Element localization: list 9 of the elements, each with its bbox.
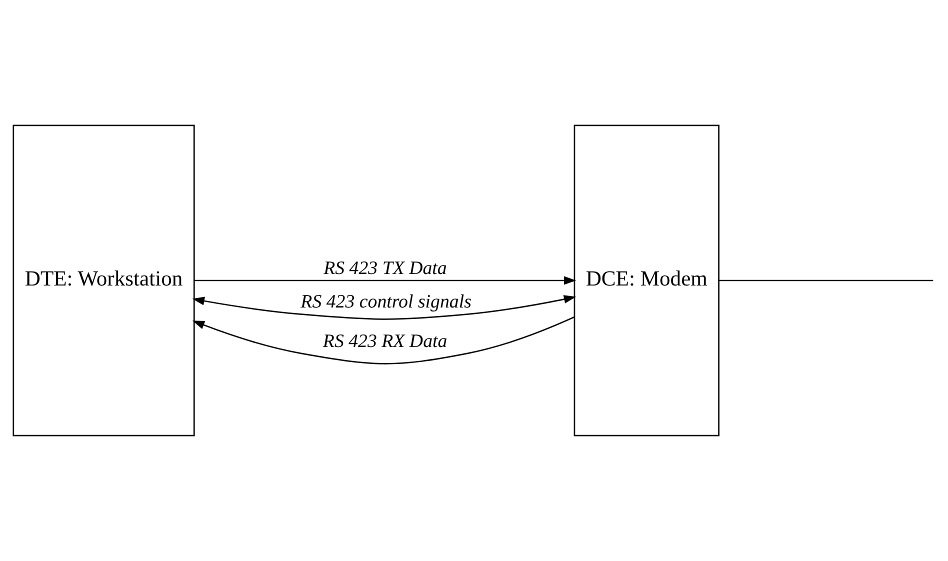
arrow: [194, 276, 576, 285]
node-box: DTE: Workstation: [12, 124, 195, 436]
node-box: DCE: Modem: [574, 124, 720, 436]
arrow: [192, 295, 576, 320]
arrow: [192, 316, 575, 364]
edge-label: RS 423 RX Data: [322, 330, 448, 352]
edge-label: RS 423 TX Data: [324, 258, 447, 280]
connector: [718, 280, 934, 282]
edge-label: RS 423 control signals: [300, 292, 472, 313]
